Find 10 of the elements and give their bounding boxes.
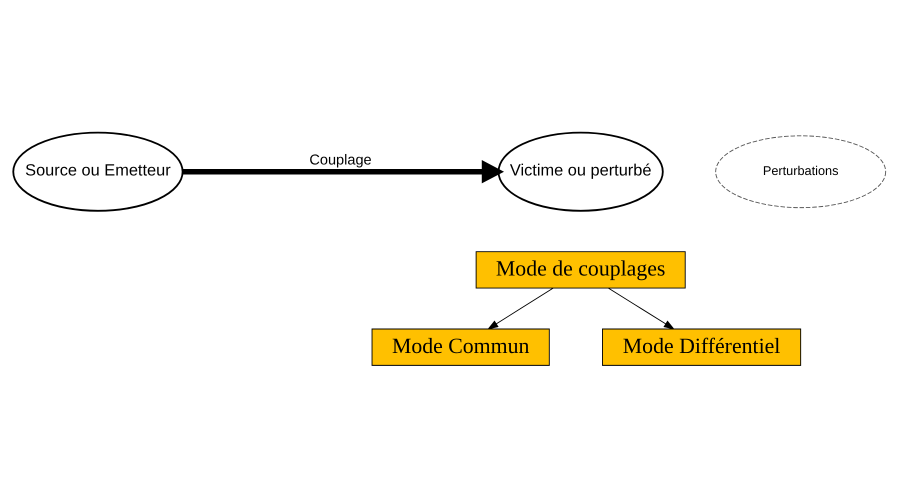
edge-label: Couplage	[309, 152, 372, 168]
arrow	[608, 287, 675, 329]
node-ellipse: Source ou Emetteur	[12, 131, 184, 212]
node-box: Mode Commun	[372, 328, 550, 366]
node-ellipse: Victime ou perturbé	[498, 131, 664, 212]
label: Perturbations	[762, 162, 838, 178]
arrow	[182, 160, 504, 183]
arrow	[487, 287, 554, 330]
node-box: Mode Différentiel	[602, 328, 802, 366]
node-box: Mode de couplages	[476, 250, 686, 288]
